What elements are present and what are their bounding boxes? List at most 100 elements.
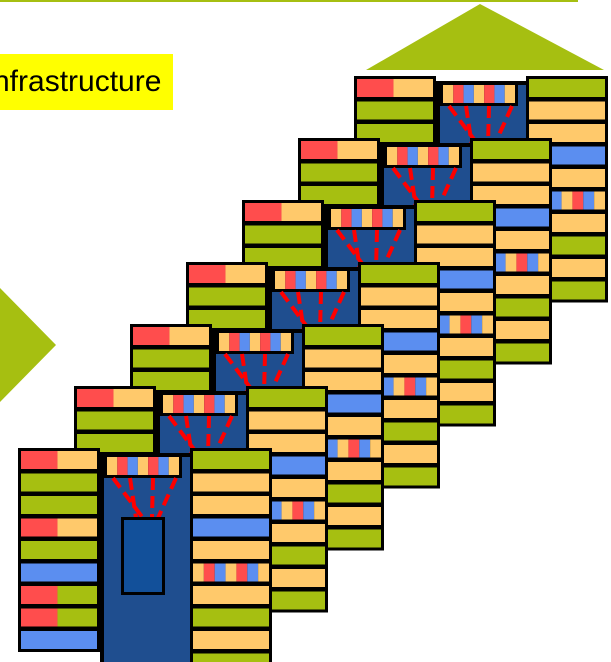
rack-header-stripe bbox=[305, 271, 317, 289]
right-rack-slot bbox=[414, 200, 496, 224]
right-rack-slot-stripe bbox=[258, 563, 269, 582]
right-rack-slot bbox=[190, 650, 272, 662]
left-rack-slot-right bbox=[57, 586, 97, 604]
right-rack-slot-fill bbox=[529, 124, 605, 142]
right-rack-slot-stripe bbox=[572, 191, 584, 210]
right-rack-slot-fill bbox=[417, 203, 493, 221]
rack-header-stripe bbox=[148, 457, 159, 475]
right-rack-slot-stripe bbox=[505, 253, 517, 272]
right-rack-slot-stripe bbox=[270, 501, 282, 520]
rack-header-stripe bbox=[351, 209, 362, 227]
right-rack-slot-stripe bbox=[538, 253, 549, 272]
right-rack-slot-stripe bbox=[471, 315, 483, 334]
left-rack-slot-fill bbox=[245, 225, 321, 244]
rack-header-stripe bbox=[285, 271, 296, 289]
right-rack-slot bbox=[358, 262, 440, 286]
rack-group-0 bbox=[18, 448, 272, 662]
infrastructure-label: nfrastructure bbox=[0, 54, 174, 110]
right-rack-slot-stripe bbox=[550, 191, 562, 210]
rack-header-stripe bbox=[270, 333, 281, 351]
left-rack-slot-fill bbox=[133, 349, 209, 368]
left-rack-slot bbox=[18, 538, 100, 562]
left-rack-slot-left bbox=[21, 518, 58, 537]
right-rack-slot-stripe bbox=[203, 563, 215, 582]
left-rack-slot-right bbox=[337, 141, 377, 159]
rack-header bbox=[216, 330, 294, 354]
rack-header-stripe bbox=[229, 333, 240, 351]
spark-line bbox=[352, 229, 362, 271]
right-rack-slot-stripe bbox=[225, 563, 237, 582]
left-rack-slot bbox=[130, 346, 212, 371]
spark-line bbox=[464, 105, 474, 147]
right-rack-slot bbox=[190, 628, 272, 652]
left-rack-slot-left bbox=[21, 586, 58, 604]
right-rack-slot-stripe bbox=[281, 501, 293, 520]
left-rack-slot-fill bbox=[189, 287, 265, 306]
spark-line bbox=[150, 477, 155, 519]
right-rack-slot-stripe bbox=[236, 563, 248, 582]
right-rack-slot-fill bbox=[305, 327, 381, 345]
left-rack-slot-right bbox=[57, 518, 97, 537]
right-rack-slot bbox=[190, 538, 272, 562]
right-rack-slot bbox=[190, 515, 272, 540]
rack-header-stripe bbox=[127, 457, 138, 475]
left-rack-slot-fill bbox=[301, 163, 377, 182]
left-rack-slot-right bbox=[57, 608, 97, 627]
rack-header-stripe bbox=[193, 395, 205, 413]
rack-header-stripe bbox=[484, 85, 495, 103]
rack-header-stripe bbox=[168, 457, 179, 475]
left-rack-slot bbox=[18, 515, 100, 540]
right-rack-slot bbox=[246, 408, 328, 433]
left-rack-slot-right bbox=[113, 389, 153, 407]
left-rack-slot bbox=[18, 448, 100, 472]
rack-header-stripe bbox=[163, 395, 174, 413]
rack-header-stripe bbox=[204, 395, 215, 413]
rack-header-stripe bbox=[280, 333, 291, 351]
rack-header-stripe bbox=[448, 147, 459, 165]
right-rack-slot-stripe bbox=[359, 439, 371, 458]
left-rack-slot bbox=[242, 200, 324, 224]
rack-header-stripe bbox=[417, 147, 429, 165]
right-rack-slot-fill bbox=[305, 372, 381, 390]
right-rack-slot bbox=[358, 284, 440, 309]
rack-header-stripe bbox=[438, 147, 449, 165]
rack-header-stripe bbox=[341, 209, 352, 227]
left-rack-slot-fill bbox=[357, 124, 433, 142]
rack-header-stripe bbox=[361, 209, 373, 227]
spark-line bbox=[111, 476, 145, 520]
rack-header-stripe bbox=[382, 209, 393, 227]
right-rack-slot bbox=[470, 138, 552, 162]
left-rack-slot-right bbox=[57, 451, 97, 469]
right-rack-slot-fill bbox=[529, 101, 605, 120]
left-rack-slot bbox=[186, 262, 268, 286]
left-rack-slot-fill bbox=[357, 101, 433, 120]
right-rack-slot bbox=[302, 346, 384, 371]
right-rack-slot-stripe bbox=[460, 315, 472, 334]
spark-line bbox=[296, 291, 306, 333]
left-rack-slot-fill bbox=[21, 473, 97, 492]
left-rack-slot-fill bbox=[245, 248, 321, 266]
left-rack-slot-left bbox=[245, 203, 282, 221]
left-rack-slot bbox=[18, 628, 100, 652]
rack-header-stripe bbox=[387, 147, 398, 165]
right-rack-slot-fill bbox=[249, 411, 325, 430]
rack-header-stripe bbox=[316, 271, 327, 289]
right-rack-slot-fill bbox=[193, 631, 269, 649]
right-rack-slot-fill bbox=[473, 163, 549, 182]
front-door bbox=[124, 520, 162, 592]
left-rack-slot-right bbox=[281, 203, 321, 221]
right-rack-slot-fill bbox=[249, 389, 325, 407]
rack-header-stripe bbox=[117, 457, 128, 475]
left-rack-slot bbox=[354, 98, 436, 123]
left-rack-slot-fill bbox=[133, 372, 209, 390]
spark-line bbox=[184, 415, 194, 457]
spark-line bbox=[408, 167, 418, 209]
rack-header-stripe bbox=[214, 395, 225, 413]
right-rack-slot-stripe bbox=[393, 377, 405, 396]
right-rack-slot-fill bbox=[417, 225, 493, 244]
rack-header-stripe bbox=[372, 209, 383, 227]
right-rack-slot-stripe bbox=[594, 191, 605, 210]
left-rack-slot bbox=[18, 605, 100, 630]
right-rack-slot-stripe bbox=[527, 253, 539, 272]
